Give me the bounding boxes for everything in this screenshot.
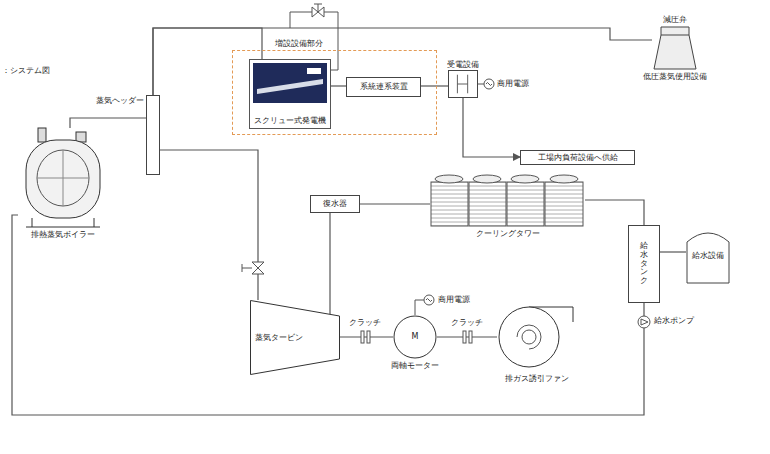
motor-power-source (424, 295, 434, 305)
boiler-illustration: 排熱蒸気ボイラー (18, 128, 108, 228)
valve-stem (314, 4, 322, 12)
node-text: 受電設備 (447, 60, 479, 69)
pipe-connector (329, 213, 330, 314)
pipe-connector (463, 98, 520, 157)
node-text: 工場内負荷設備へ供給 (538, 153, 618, 162)
power-source (484, 79, 494, 89)
switchgear-box-shape (449, 71, 477, 97)
dashed-region: 増設設備部分スクリュー式発電機系統連系装置 (232, 50, 437, 135)
steam-header: 蒸気ヘッダー (146, 95, 160, 175)
cooling-tower: クーリングタワー (430, 172, 585, 227)
condenser-box: 復水器 (310, 195, 360, 213)
node-text: 蒸気ヘッダー (96, 96, 144, 105)
node-text: 蒸気タービン (255, 333, 303, 342)
steam-valve (252, 262, 264, 274)
feed-tank: 給水タンク (628, 225, 660, 303)
pipe-connector (660, 251, 686, 252)
pipe-connector (153, 28, 262, 95)
pipe-connector (421, 85, 448, 86)
water-supply: 給水設備 (686, 228, 730, 284)
power-wire (478, 84, 484, 85)
pressure-valve-shape (652, 26, 698, 70)
pipe-connector (153, 28, 652, 95)
node-text: スクリュー式発電機 (254, 116, 326, 125)
power-wave (486, 83, 492, 86)
node-text: 系統連系装置 (360, 82, 408, 91)
pipe-connector (585, 200, 644, 225)
clutch-symbol (361, 331, 364, 343)
motor-circle: M両軸モーター (393, 315, 437, 359)
pipe-connector (12, 215, 644, 415)
pump-mark (641, 319, 648, 325)
switchgear-box: 受電設備 (448, 70, 478, 98)
node-text: 増設設備部分 (273, 39, 325, 48)
motor-power-wire (415, 300, 424, 315)
pipe-connector (70, 118, 146, 128)
node-text: 給水設備 (692, 251, 724, 260)
cooling-tower-shape (430, 172, 585, 227)
node-text: クーリングタワー (476, 229, 540, 238)
clutch-label: クラッチ (349, 318, 381, 327)
figure-caption: ：システム図 (2, 66, 50, 75)
pipe-connector (160, 150, 258, 300)
node-text: 減圧弁 (663, 15, 687, 24)
node-text: 給水タンク (640, 242, 648, 286)
node-text: 両軸モーター (391, 361, 439, 370)
clutch-symbol (469, 331, 472, 343)
clutch-symbol (367, 331, 370, 343)
generator-box: スクリュー式発電機 (249, 59, 331, 129)
node-text: 復水器 (323, 199, 347, 208)
feed-pump (638, 316, 650, 328)
clutch-symbol (463, 331, 466, 343)
fan-illustration: 排ガス誘引ファン (497, 302, 577, 372)
pipe-connector (331, 85, 346, 86)
valve-handle (242, 264, 252, 272)
interconnect-box: 系統連系装置 (346, 77, 421, 97)
pipe-connector (437, 336, 497, 337)
pressure-valve: 減圧弁低圧蒸気使用設備 (652, 26, 698, 70)
clutch-label: クラッチ (451, 318, 483, 327)
node-text: 排熱蒸気ボイラー (31, 230, 95, 239)
fan-illustration-shape (497, 302, 577, 372)
power-label: 商用電源 (438, 295, 470, 304)
pump-label: 給水ポンプ (654, 316, 694, 325)
pipe-connector (360, 203, 430, 204)
node-text: M (412, 332, 419, 341)
boiler-illustration-shape (18, 128, 108, 228)
output-box: 工場内負荷設備へ供給 (520, 150, 635, 165)
node-text: 排ガス誘引ファン (505, 374, 569, 383)
steam-turbine: 蒸気タービン (250, 300, 340, 375)
node-text: 低圧蒸気使用設備 (643, 72, 707, 81)
power-label: 商用電源 (497, 79, 529, 88)
motor-power-wave (426, 299, 432, 302)
